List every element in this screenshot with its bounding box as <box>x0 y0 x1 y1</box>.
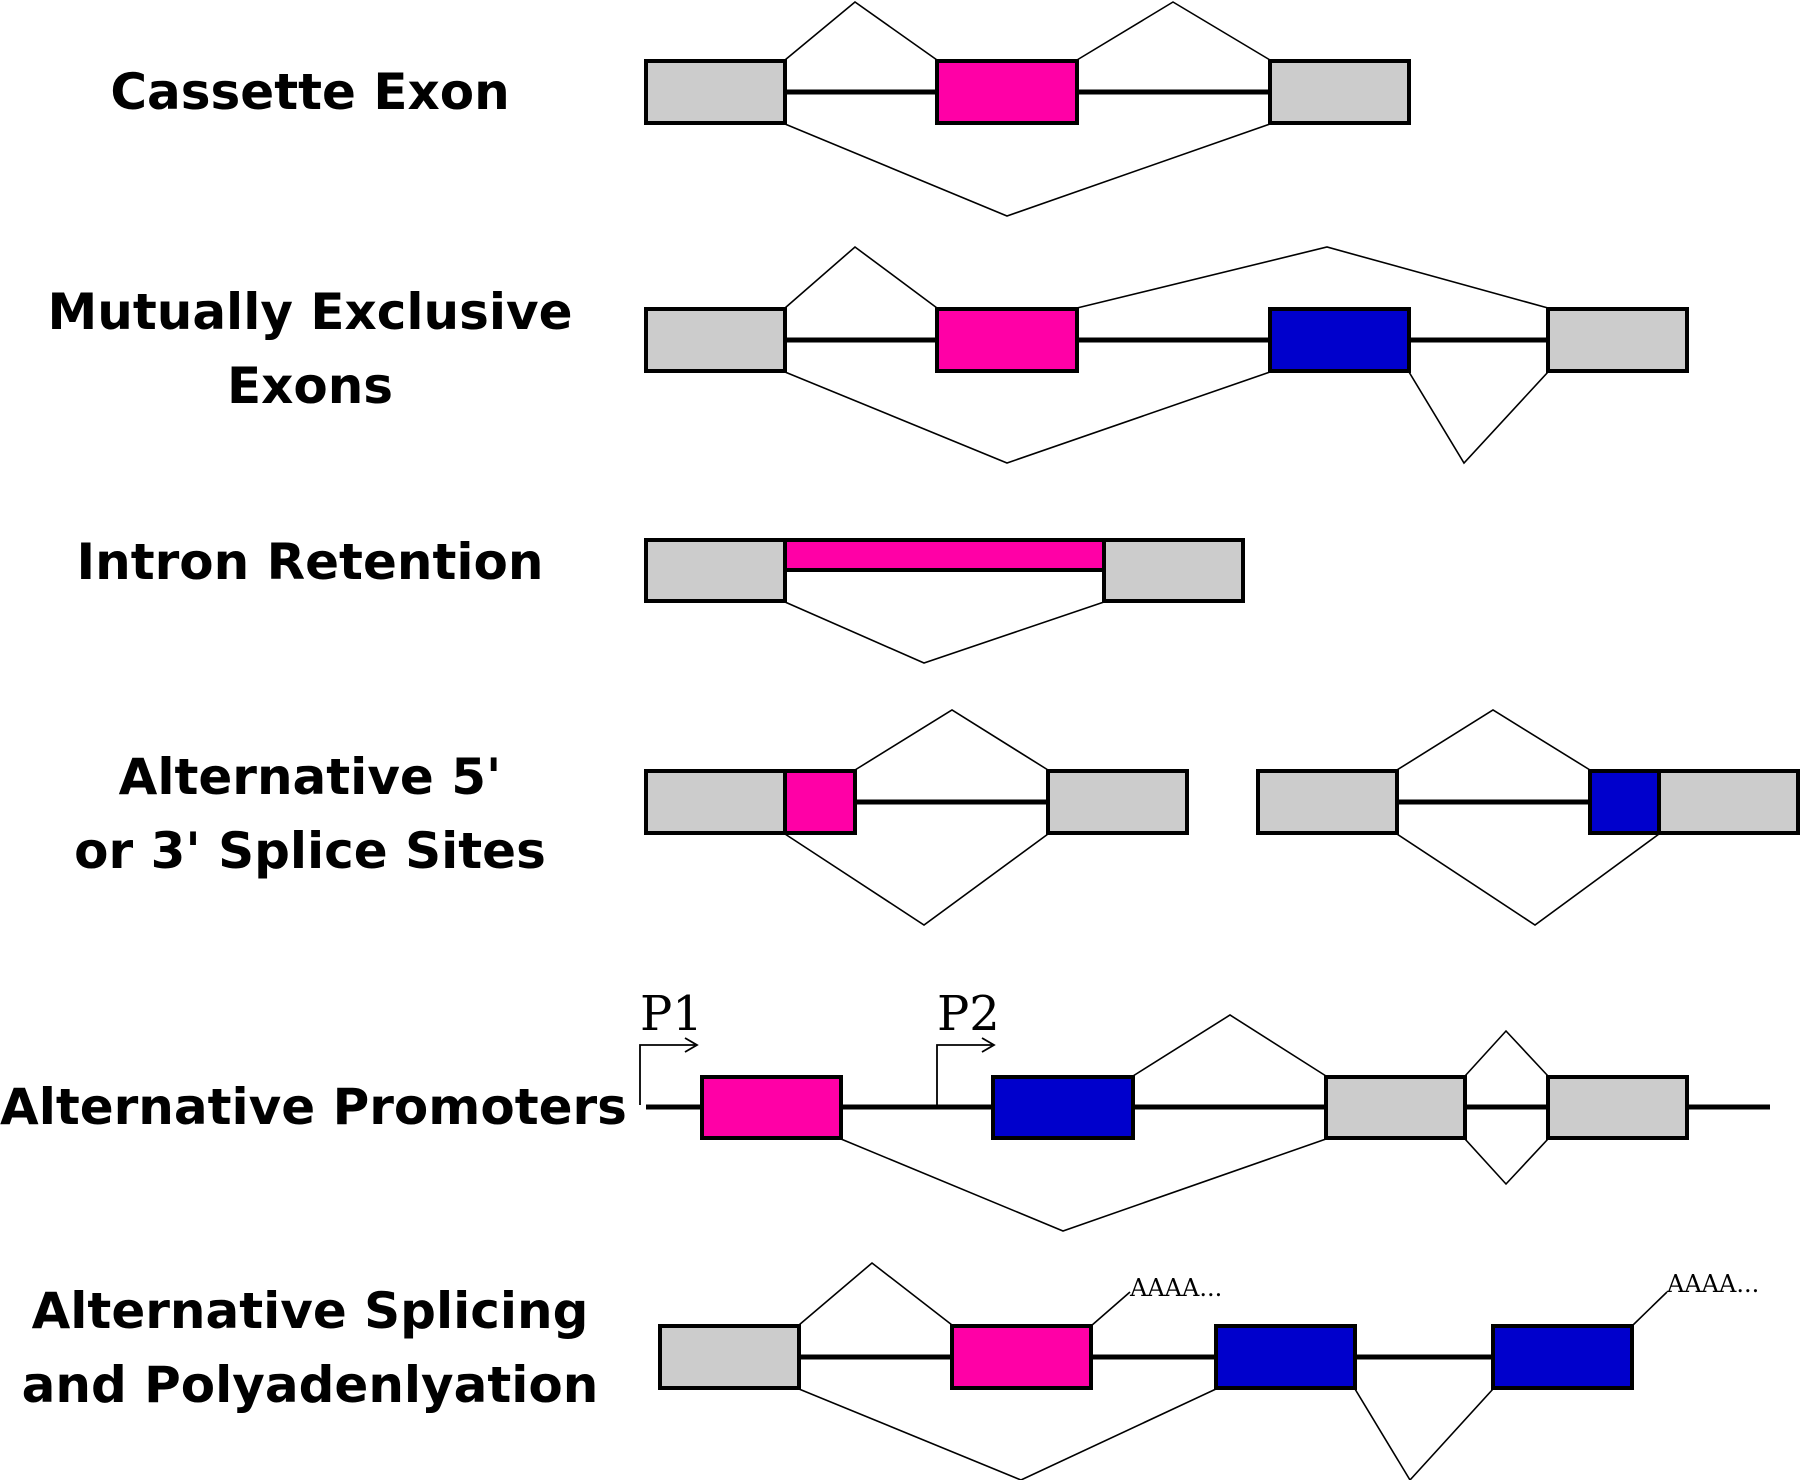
constitutive-exon <box>1268 59 1411 125</box>
inclusion-junction <box>1464 1138 1549 1186</box>
blue-inclusion-junction <box>1408 371 1549 465</box>
polya-tail-line <box>1090 1291 1131 1327</box>
constitutive-exon <box>1256 769 1399 835</box>
constitutive-exon <box>658 1324 801 1390</box>
polya-site-label: AAAA... <box>1129 1274 1222 1302</box>
extended-exon-junction <box>1396 709 1591 771</box>
constitutive-exon <box>1657 769 1800 835</box>
alternative-5-prime-gene-model <box>644 709 1189 926</box>
first-exon-p1 <box>700 1075 843 1140</box>
mutually-exclusive-exon-pink <box>935 307 1079 373</box>
label-mutually-exclusive-exons: Mutually Exclusive Exons <box>47 283 573 415</box>
retained-intron <box>783 538 1106 572</box>
alternative-3-prime-gene-model <box>1256 709 1800 926</box>
alternative-5-prime-extension <box>783 769 857 835</box>
alternative-exon-blue <box>1214 1324 1357 1390</box>
downstream-junction <box>1132 1014 1327 1077</box>
polya-site-label: AAAA... <box>1666 1270 1759 1298</box>
constitutive-exon <box>644 769 787 835</box>
short-exon-junction <box>784 833 1049 926</box>
label-alternative-polyadenylation: Alternative Splicing and Polyadenlyation <box>21 1282 599 1414</box>
constitutive-exon <box>1546 1075 1689 1140</box>
label-alternative-splice-sites: Alternative 5' or 3' Splice Sites <box>74 748 546 880</box>
inclusion-junction <box>798 1261 953 1326</box>
promoter-p2-arrow <box>936 1044 992 1105</box>
promoter-p2-label: P2 <box>937 986 1000 1042</box>
constitutive-exon <box>1324 1075 1467 1140</box>
blue-inclusion-junction <box>784 371 1271 464</box>
inclusion-junction <box>1076 1 1271 61</box>
constitutive-exon <box>644 59 787 125</box>
alternative-polyadenylation-gene-model: AAAA... AAAA... <box>658 1261 1759 1480</box>
constitutive-exon <box>644 538 787 603</box>
skipping-junction <box>798 1388 1217 1480</box>
constitutive-exon <box>644 307 787 373</box>
constitutive-exon <box>1546 307 1689 373</box>
alternative-promoters-gene-model: P1 P2 <box>639 986 1770 1232</box>
cassette-exon-gene-model <box>644 0 1411 217</box>
p1-skipping-junction <box>840 1138 1327 1232</box>
label-cassette-exon: Cassette Exon <box>110 63 510 121</box>
mutually-exclusive-gene-model <box>644 245 1689 465</box>
inclusion-junction <box>784 0 938 61</box>
constitutive-exon <box>1046 769 1189 835</box>
intron-retention-gene-model <box>644 538 1245 664</box>
polya-tail-line <box>1631 1291 1668 1327</box>
terminal-junction <box>1354 1388 1494 1480</box>
mutually-exclusive-exon-blue <box>1268 307 1411 373</box>
arrow-head-icon <box>981 1037 996 1053</box>
arrow-head-icon <box>684 1037 699 1053</box>
alternative-terminal-exon-blue <box>1491 1324 1634 1390</box>
alternative-3-prime-extension <box>1588 769 1661 835</box>
pink-inclusion-junction <box>784 245 938 309</box>
alternative-terminal-exon-pink <box>950 1324 1093 1390</box>
promoter-p1-arrow <box>639 1044 695 1105</box>
skipping-junction <box>784 123 1271 217</box>
label-alternative-promoters: Alternative Promoters <box>0 1078 627 1136</box>
constitutive-exon <box>1102 538 1245 603</box>
pink-inclusion-junction <box>1076 246 1549 309</box>
cassette-exon <box>935 59 1079 125</box>
first-exon-p2 <box>991 1075 1135 1140</box>
splicing-junction <box>784 601 1105 664</box>
extended-exon-junction <box>854 709 1049 771</box>
label-intron-retention: Intron Retention <box>76 533 544 591</box>
promoter-p1-label: P1 <box>640 986 703 1042</box>
short-exon-junction <box>1396 833 1660 926</box>
inclusion-junction <box>1464 1029 1549 1077</box>
